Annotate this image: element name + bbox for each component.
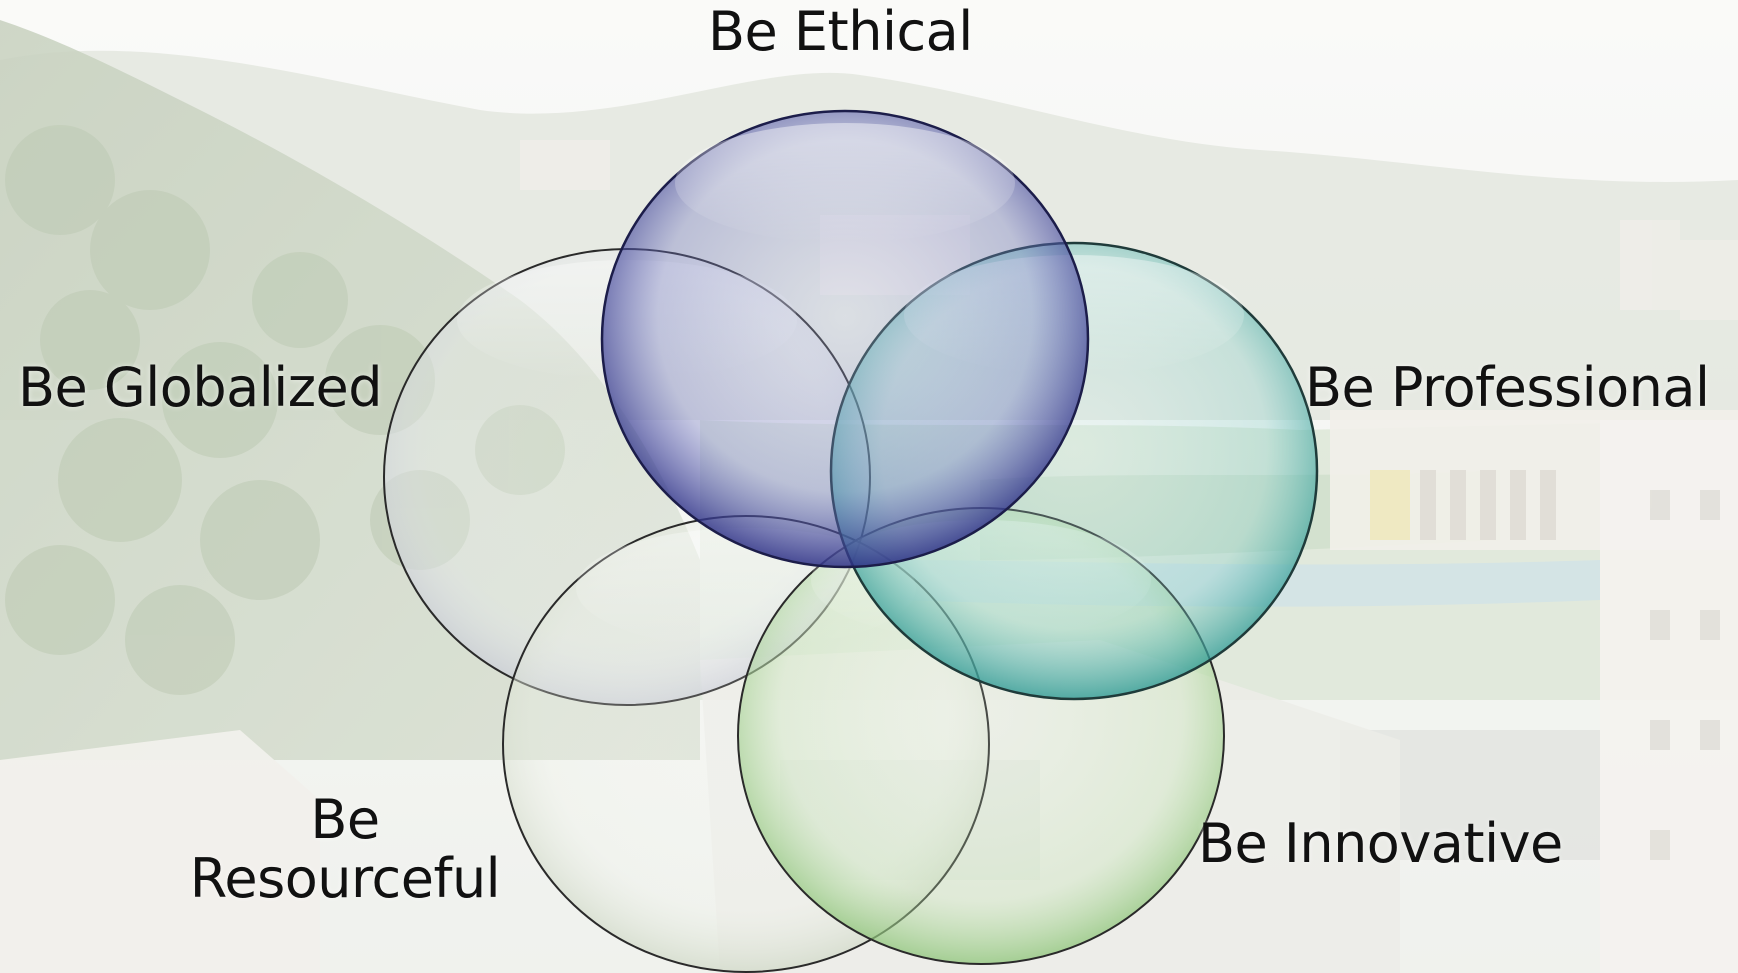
label-be-ethical: Be Ethical xyxy=(708,0,973,63)
right-building xyxy=(1330,410,1738,973)
label-be-resourceful-line1: Be xyxy=(310,788,380,851)
label-be-resourceful: Be Resourceful xyxy=(160,790,530,909)
label-be-innovative: Be Innovative xyxy=(1198,812,1563,875)
rooftop-left xyxy=(0,730,320,973)
label-be-resourceful-line2: Resourceful xyxy=(189,847,501,911)
label-be-globalized: Be Globalized xyxy=(18,356,383,419)
circle-ethical xyxy=(600,109,1090,569)
label-be-professional: Be Professional xyxy=(1305,356,1710,419)
